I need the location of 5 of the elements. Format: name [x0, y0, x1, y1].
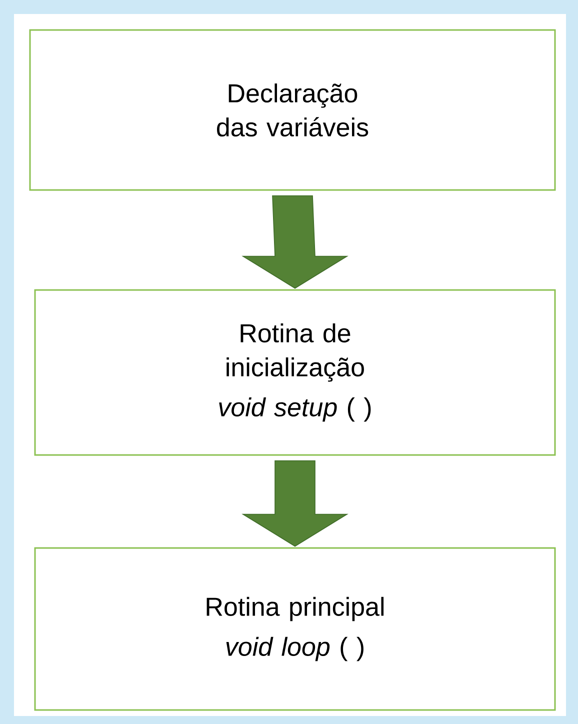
block-arrow: [242, 460, 348, 547]
process-box: Declaração das variáveis: [29, 29, 556, 191]
process-box: Rotina principal void loop ( ): [34, 547, 556, 711]
block-arrow: [242, 195, 348, 289]
process-box: Rotina de inicialização void setup ( ): [34, 289, 556, 456]
